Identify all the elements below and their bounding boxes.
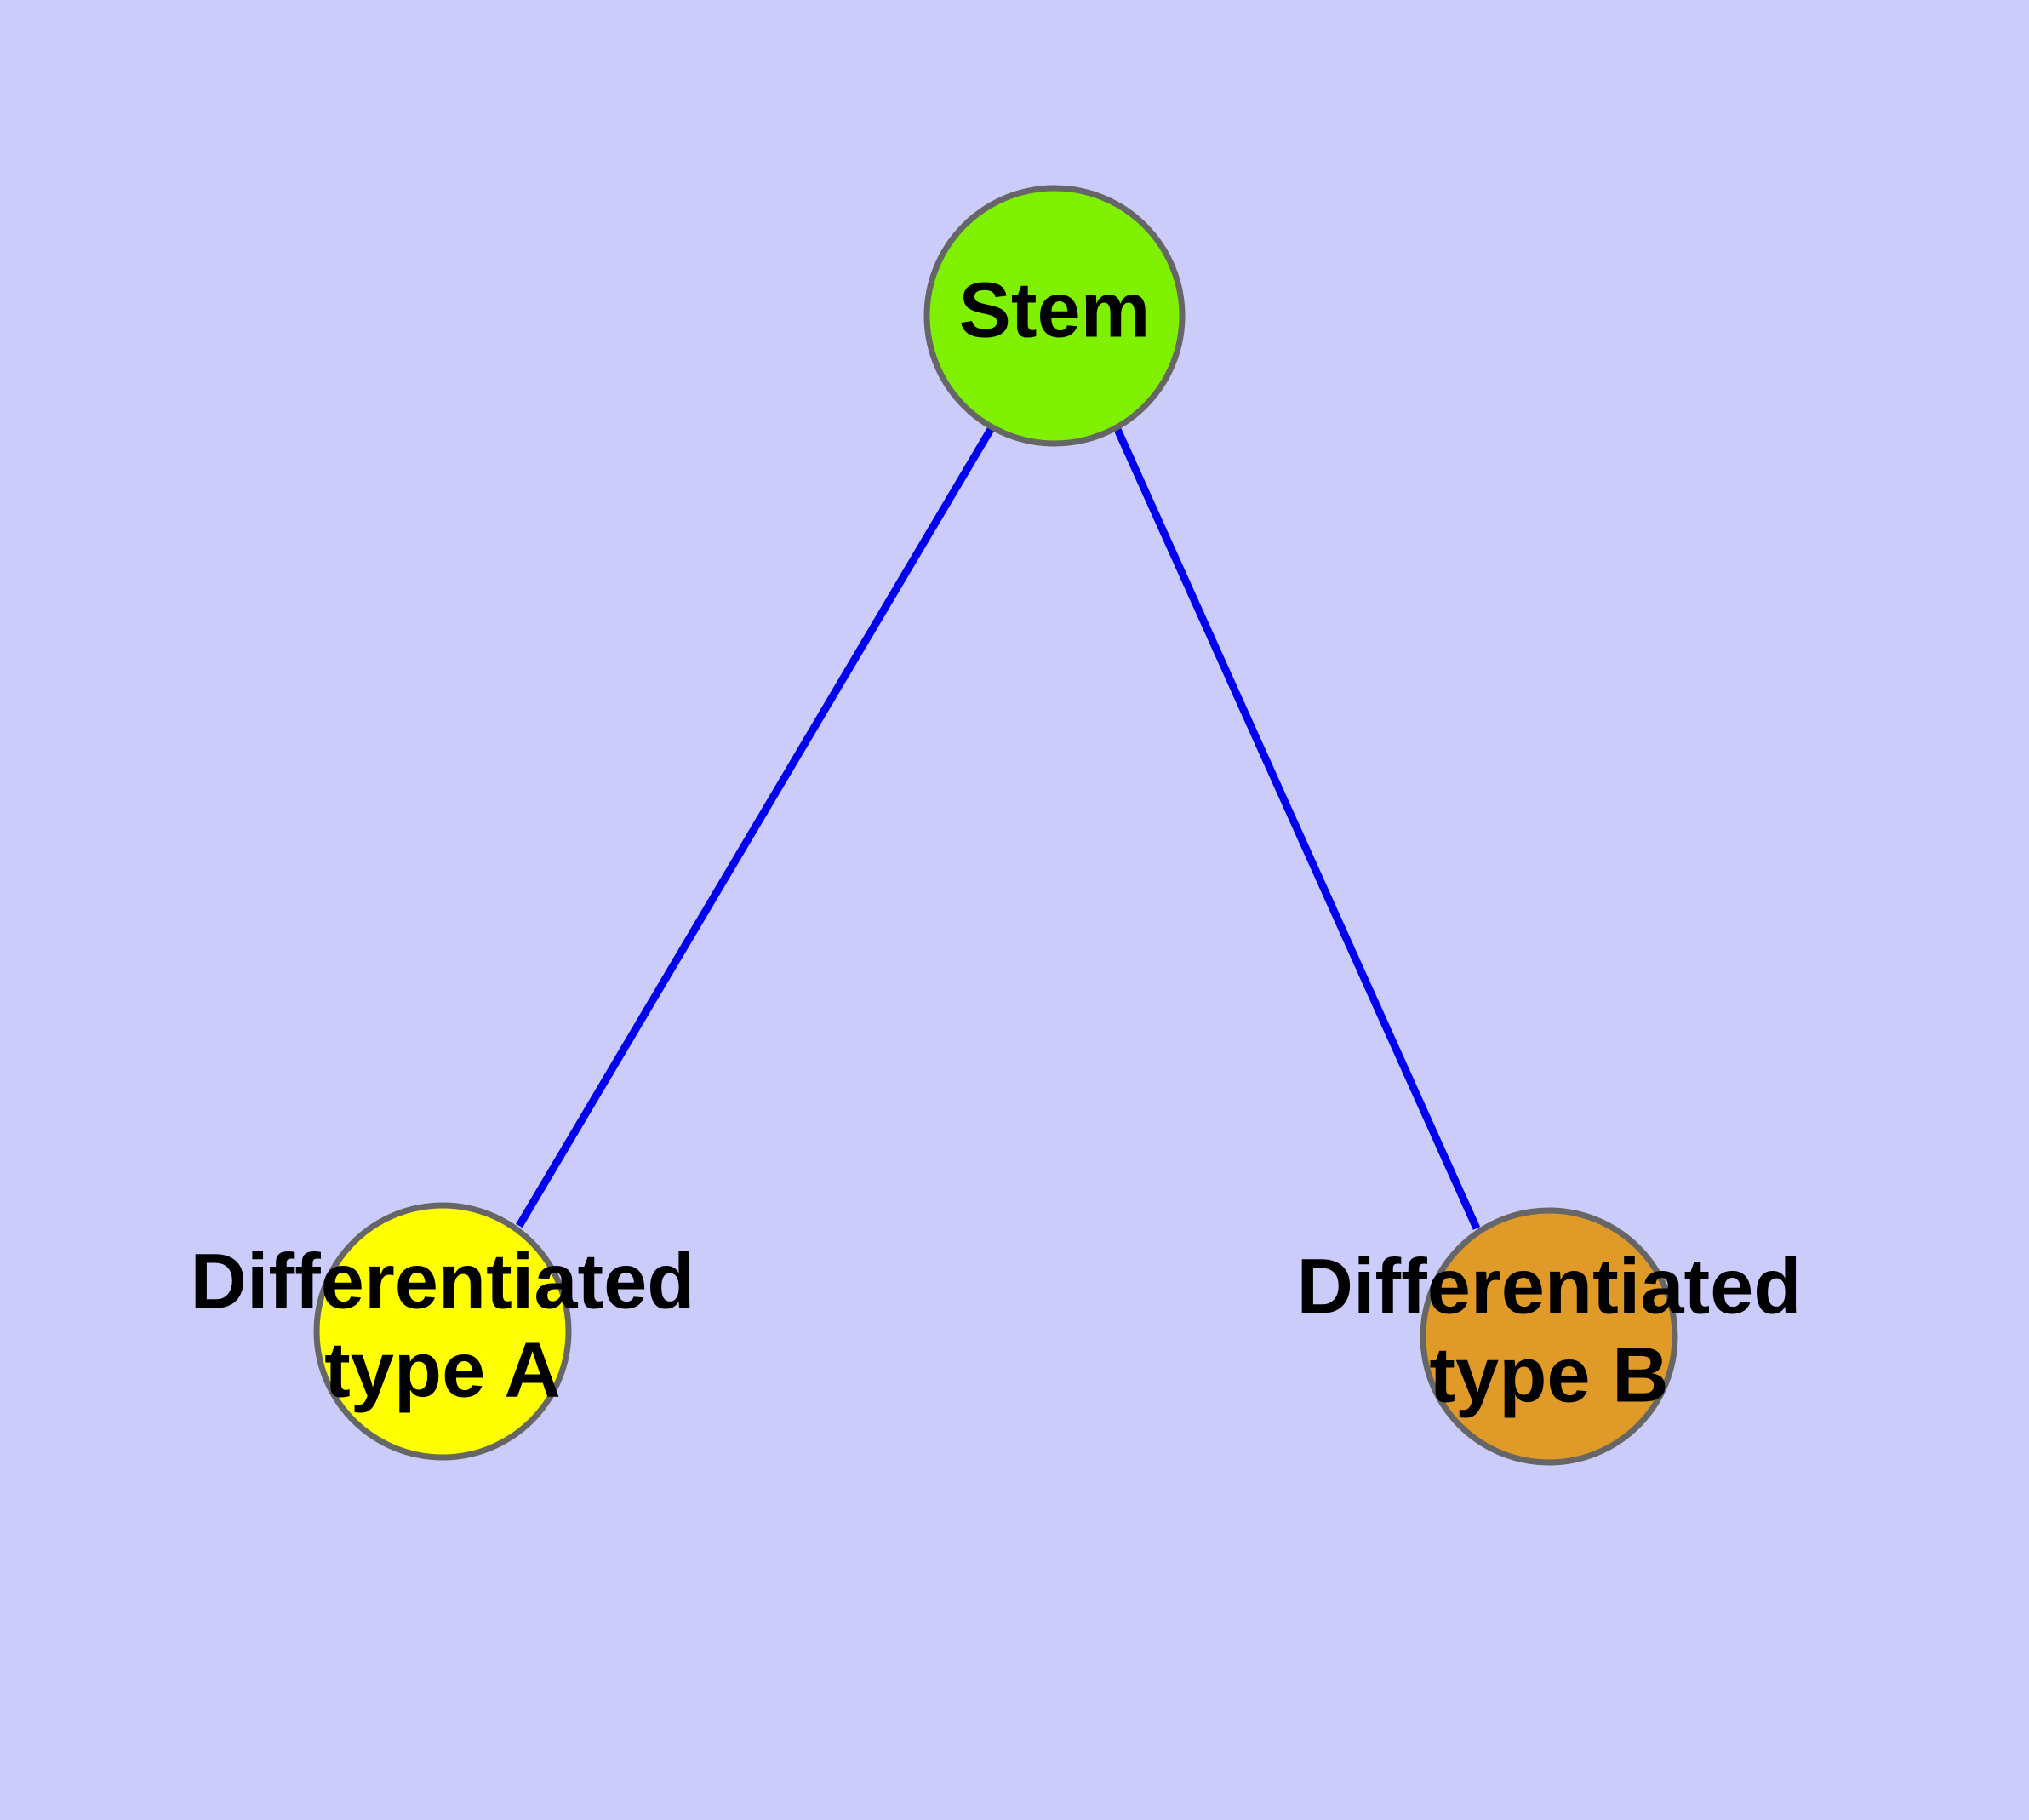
node-stem-label: Stem: [959, 266, 1151, 353]
node-differentiated-type-a-circle[interactable]: [313, 1202, 572, 1461]
edge-stem-to-differentiated-type-b[interactable]: [1112, 424, 1481, 1230]
node-differentiated-type-a-label-line2: type A: [324, 1326, 561, 1413]
node-differentiated-type-b-circle[interactable]: [1420, 1207, 1678, 1466]
node-differentiated-type-b[interactable]: Differentiated type B: [1297, 1207, 1802, 1466]
node-differentiated-type-a-label-line1: Differentiated: [191, 1238, 695, 1325]
edge-stem-to-differentiated-type-a[interactable]: [516, 424, 996, 1228]
node-differentiated-type-a[interactable]: Differentiated type A: [191, 1202, 695, 1461]
node-differentiated-type-b-label-line2: type B: [1429, 1331, 1668, 1418]
node-stem[interactable]: Stem: [923, 185, 1186, 447]
node-stem-circle[interactable]: [923, 185, 1186, 447]
node-differentiated-type-b-label-line1: Differentiated: [1297, 1243, 1802, 1330]
edges-layer: [516, 424, 1481, 1230]
